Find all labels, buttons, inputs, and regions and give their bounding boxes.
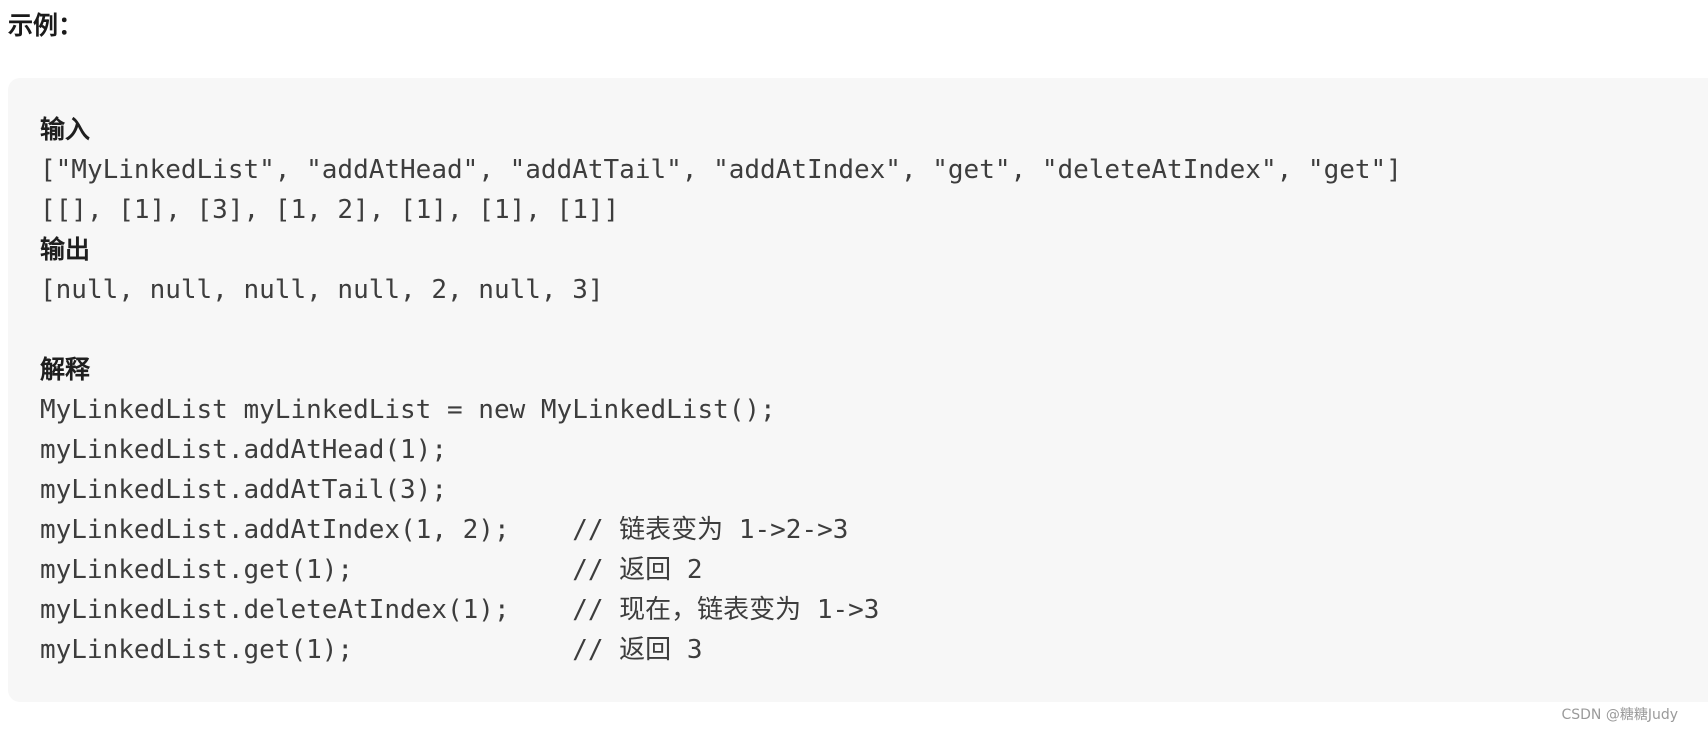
explanation-line-1: MyLinkedList myLinkedList = new MyLinked… <box>40 390 1402 430</box>
explanation-line-2: myLinkedList.addAtHead(1); <box>40 430 1402 470</box>
code-text: myLinkedList.get(1); <box>40 635 573 665</box>
output-value: [null, null, null, null, 2, null, 3] <box>40 275 604 305</box>
input-label: 输入 <box>40 115 91 144</box>
code-text: myLinkedList.addAtTail(3); <box>40 475 447 505</box>
example-code-block <box>8 78 1708 702</box>
code-comment: // 返回 3 <box>572 635 703 665</box>
explanation-line-5: myLinkedList.get(1); // 返回 2 <box>40 550 1402 590</box>
explanation-line-7: myLinkedList.get(1); // 返回 3 <box>40 630 1402 670</box>
watermark: CSDN @糖糖Judy <box>1561 707 1678 723</box>
explanation-line-4: myLinkedList.addAtIndex(1, 2); // 链表变为 1… <box>40 510 1402 550</box>
explanation-line-6: myLinkedList.deleteAtIndex(1); // 现在，链表变… <box>40 590 1402 630</box>
code-text: myLinkedList.addAtHead(1); <box>40 435 447 465</box>
input-methods: ["MyLinkedList", "addAtHead", "addAtTail… <box>40 155 1402 185</box>
code-text: myLinkedList.get(1); <box>40 555 573 585</box>
input-args: [[], [1], [3], [1, 2], [1], [1], [1]] <box>40 195 620 225</box>
output-label: 输出 <box>40 235 91 264</box>
blank-spacer <box>40 310 1402 350</box>
explanation-line-3: myLinkedList.addAtTail(3); <box>40 470 1402 510</box>
code-text: myLinkedList.deleteAtIndex(1); <box>40 595 573 625</box>
code-comment: // 现在，链表变为 1->3 <box>572 595 880 625</box>
code-comment: // 链表变为 1->2->3 <box>572 515 849 545</box>
explanation-label: 解释 <box>40 355 91 384</box>
example-heading: 示例： <box>8 11 84 40</box>
code-text: MyLinkedList myLinkedList = new MyLinked… <box>40 395 776 425</box>
code-text: myLinkedList.addAtIndex(1, 2); <box>40 515 573 545</box>
example-content: 输入 ["MyLinkedList", "addAtHead", "addAtTa… <box>40 110 1402 670</box>
code-comment: // 返回 2 <box>572 555 703 585</box>
